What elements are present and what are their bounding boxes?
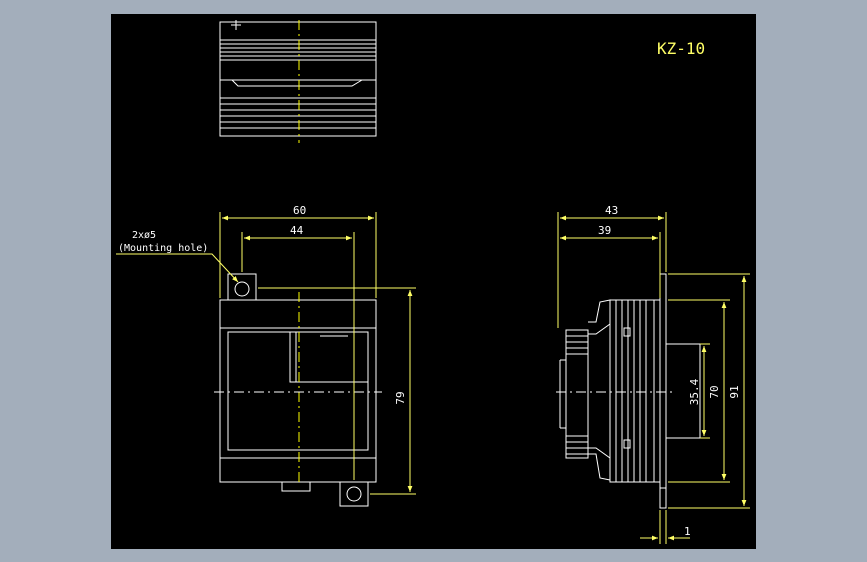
dim-height-inner-label: 35.4 <box>688 378 701 405</box>
front-view <box>219 273 377 507</box>
front-view-body <box>219 299 377 483</box>
mounting-hole-top <box>234 281 250 297</box>
side-dimensions <box>557 212 750 544</box>
dim-height-mid-label: 70 <box>708 385 721 398</box>
dim-width-label: 60 <box>293 204 306 217</box>
dim-flange-label: 1 <box>684 525 691 538</box>
hole-note-sub: (Mounting hole) <box>118 243 208 254</box>
front-bottom-tab <box>339 482 369 507</box>
hole-note: 2xø5 <box>132 230 156 241</box>
front-dimensions <box>116 212 416 495</box>
dim-height-total-label: 91 <box>728 385 741 398</box>
dim-depth-total-label: 43 <box>605 204 618 217</box>
dim-hole-spacing-label: 44 <box>290 224 304 237</box>
side-view <box>559 273 701 509</box>
dim-depth-body-label: 39 <box>598 224 611 237</box>
side-view-body <box>609 299 655 483</box>
top-view <box>219 20 377 137</box>
drawing-area <box>111 14 756 549</box>
dim-height-label: 79 <box>394 391 407 404</box>
top-view-outline <box>219 21 377 137</box>
drawing-title: KZ-10 <box>657 39 705 58</box>
mounting-hole-bottom <box>346 486 362 502</box>
front-top-tab <box>227 273 257 300</box>
front-view-panel <box>227 331 369 451</box>
